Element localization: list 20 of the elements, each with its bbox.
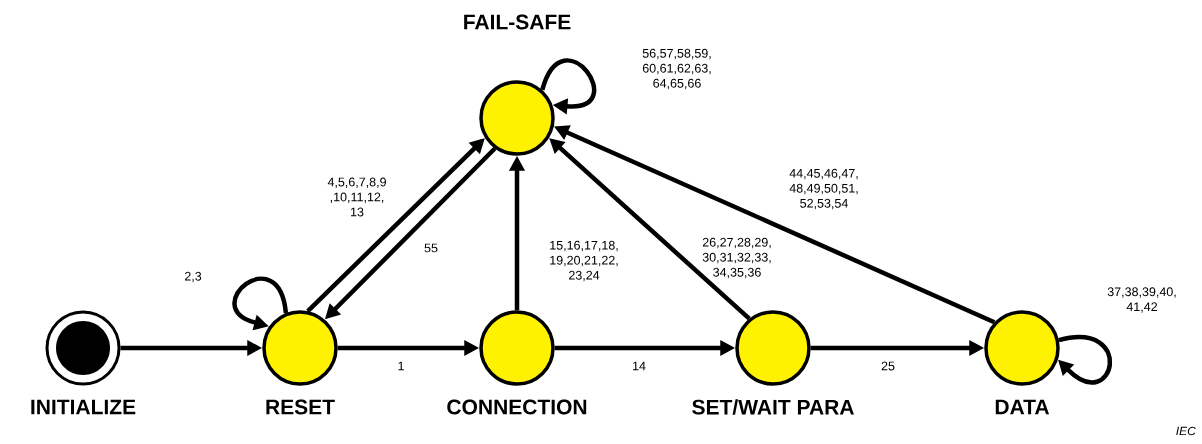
state-name: INITIALIZE [31,399,136,415]
loop-arrow [540,58,597,115]
state-name: FAIL-SAFE [464,14,571,30]
edge-label: 26,27,28,29, 30,31,32,33, 34,35,36 [702,237,771,279]
edge-label: 14 [633,361,646,371]
state-name: DATA [995,399,1050,415]
edge-label: 37,38,39,40, 41,42 [1107,287,1176,313]
state-name: SET/WAIT PARA [692,399,854,415]
edge-label: 4,5,6,7,8,9 ,10,11,12, 13 [327,177,386,217]
loop-arrow [1058,335,1112,385]
edge-label: 44,45,46,47, 48,49,50,51, 52,53,54 [789,168,858,210]
edge-label: 15,16,17,18, 19,20,21,22, 23,24 [550,240,618,282]
state-name: RESET [266,399,335,415]
edge-label: 1 [398,361,404,371]
source-note: IEC [1176,426,1196,436]
edge-label: 2,3 [184,271,202,283]
edge-label: 25 [881,361,895,371]
state-name: CONNECTION [447,399,587,415]
edge-label: 56,57,58,59, 60,61,62,63, 64,65,66 [642,48,711,90]
edge-label: 55 [424,243,438,253]
